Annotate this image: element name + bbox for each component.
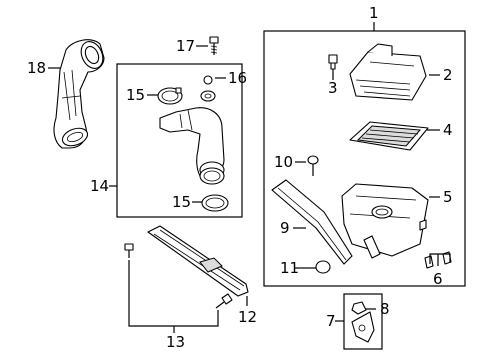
clamp-part-15-upper: [157, 87, 183, 105]
sensor-part-3: [328, 54, 338, 70]
callout-16: 16: [228, 69, 247, 87]
callout-18: 18: [27, 59, 46, 77]
air-cleaner-assembly-box: [263, 30, 466, 287]
bolt-part-17: [209, 36, 219, 55]
bolt-part-13-left: [124, 243, 134, 258]
callout-12: 12: [238, 308, 257, 326]
callout-7: 7: [326, 312, 336, 330]
clips-part-6: [419, 219, 452, 269]
callout-11: 11: [280, 259, 299, 277]
duct-part-9: [271, 179, 353, 265]
filter-part-4: [349, 121, 429, 151]
callout-10: 10: [274, 153, 293, 171]
leader-6-bracket: [429, 253, 451, 264]
housing-part-5: [341, 183, 429, 259]
intake-tube-part-18: [53, 39, 105, 149]
inlet-duct-group-box: [116, 63, 243, 218]
callout-8: 8: [380, 300, 390, 318]
callout-5: 5: [443, 188, 453, 206]
clamp-part-15-lower: [201, 194, 229, 212]
nut-part-8: [351, 301, 367, 315]
callout-17: 17: [176, 37, 195, 55]
resonator-part-12: [147, 225, 249, 297]
callout-15-upper: 15: [126, 86, 145, 104]
bolt-part-13-right: [215, 293, 233, 309]
callout-13: 13: [166, 333, 185, 351]
callout-1: 1: [369, 4, 379, 22]
callout-15-lower: 15: [172, 193, 191, 211]
inlet-duct-part-14: [159, 107, 225, 185]
bolt-part-10: [307, 155, 319, 176]
bracket-part-7: [351, 311, 375, 343]
callout-9: 9: [280, 219, 290, 237]
callout-14: 14: [90, 177, 109, 195]
bolt-part-11: [308, 260, 331, 274]
callout-4: 4: [443, 121, 453, 139]
cover-part-2: [349, 43, 427, 101]
callout-6: 6: [433, 270, 443, 288]
callout-3: 3: [328, 79, 338, 97]
callout-2: 2: [443, 66, 453, 84]
grommet-part-16: [200, 75, 216, 102]
